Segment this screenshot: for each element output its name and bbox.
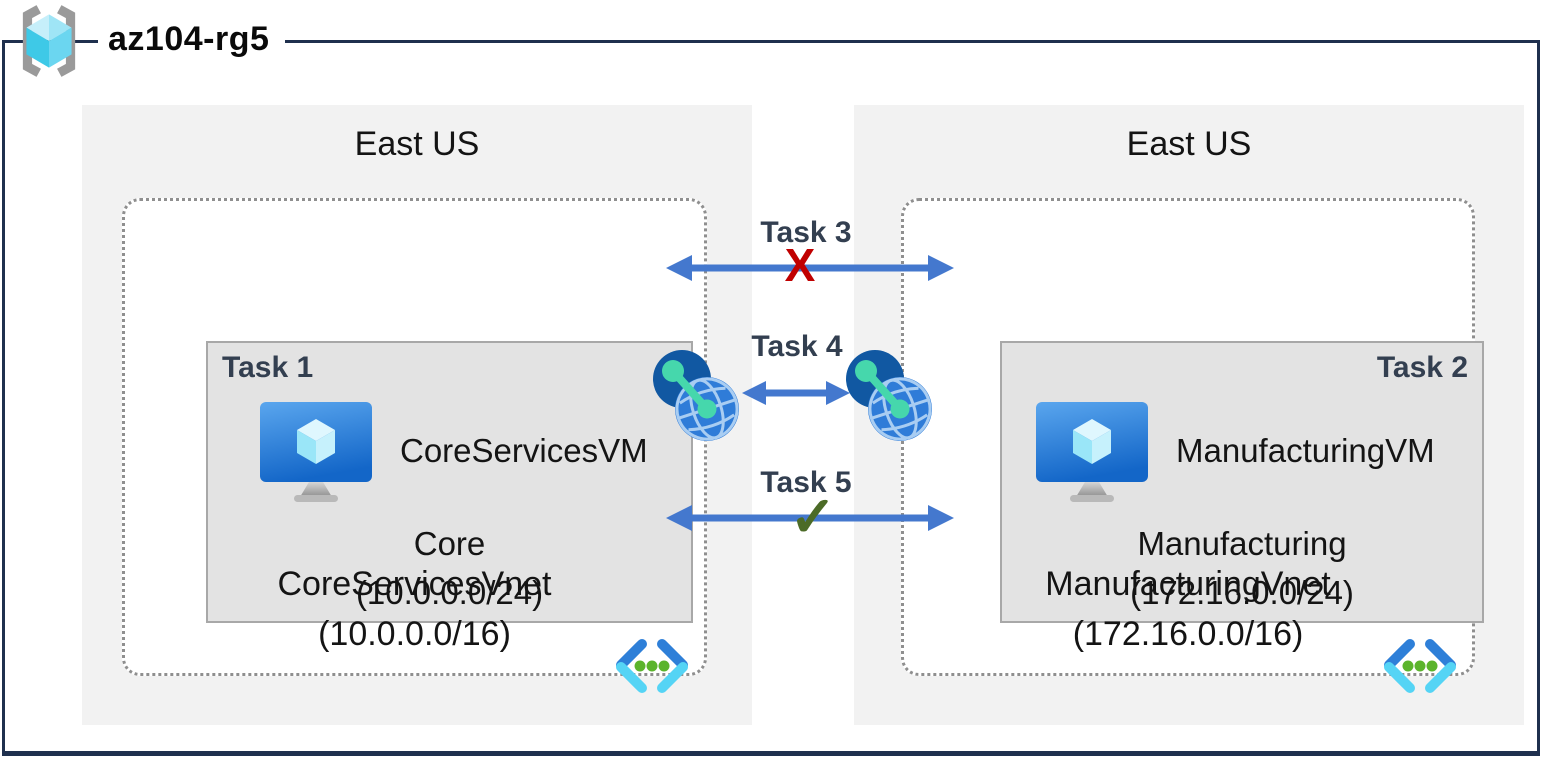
virtual-network-icon	[616, 639, 688, 693]
vnet-name: CoreServicesVnet	[277, 565, 552, 603]
region-east-us-left: East US Task 1	[82, 105, 752, 725]
task-2-label: Task 2	[1376, 351, 1468, 384]
vnet-name-block: ManufacturingVnet (172.16.0.0/16)	[904, 559, 1472, 659]
allowed-check-icon: ✓	[789, 485, 837, 548]
task-4-arrow	[742, 381, 850, 405]
task-5-label: Task 5	[760, 466, 852, 499]
network-peering-icon	[846, 350, 932, 441]
vnet-cidr: (10.0.0.0/16)	[318, 615, 511, 653]
virtual-machine-icon	[260, 402, 372, 502]
resource-group-icon	[22, 5, 76, 77]
subnet-name-block: Manufacturing (172.16.0.0/24)	[1002, 519, 1482, 617]
vm-name: CoreServicesVM	[400, 432, 648, 469]
subnet-cidr: (172.16.0.0/24)	[1130, 574, 1354, 611]
vnet-name-block: CoreServicesVnet (10.0.0.0/16)	[125, 559, 704, 659]
region-name: East US	[354, 125, 480, 163]
subnet-name-block: Core (10.0.0.0/24)	[208, 519, 691, 617]
subnet-cidr: (10.0.0.0/24)	[355, 574, 544, 611]
virtual-network-icon	[1384, 639, 1456, 693]
vnet-coreservices: Task 1	[122, 198, 707, 693]
region-name: East US	[1126, 125, 1252, 163]
virtual-machine-icon	[1036, 402, 1148, 502]
vm-row: CoreServicesVM	[208, 399, 691, 503]
task-3-label: Task 3	[760, 216, 852, 249]
vnet-manufacturing: Task 2	[901, 198, 1484, 693]
task-5-arrow	[666, 505, 954, 531]
subnet-manufacturing: Task 2	[1000, 341, 1484, 623]
region-east-us-right: East US Task 2	[854, 105, 1524, 725]
network-peering-icon	[653, 350, 739, 441]
vnet-name: ManufacturingVnet	[1045, 565, 1331, 603]
resource-group-boundary	[2, 40, 1540, 756]
task-1-label: Task 1	[222, 351, 314, 384]
subnet-core: Task 1	[206, 341, 693, 623]
subnet-name: Core	[413, 525, 486, 562]
vm-row: ManufacturingVM	[1002, 399, 1482, 503]
vnet-cidr: (172.16.0.0/16)	[1072, 615, 1304, 653]
blocked-x-icon: X	[784, 239, 816, 291]
subnet-name: Manufacturing	[1137, 525, 1347, 562]
vm-name: ManufacturingVM	[1176, 432, 1435, 469]
task-4-label: Task 4	[751, 330, 843, 363]
task-3-arrow	[666, 255, 954, 281]
resource-group-title: az104-rg5	[98, 18, 286, 61]
